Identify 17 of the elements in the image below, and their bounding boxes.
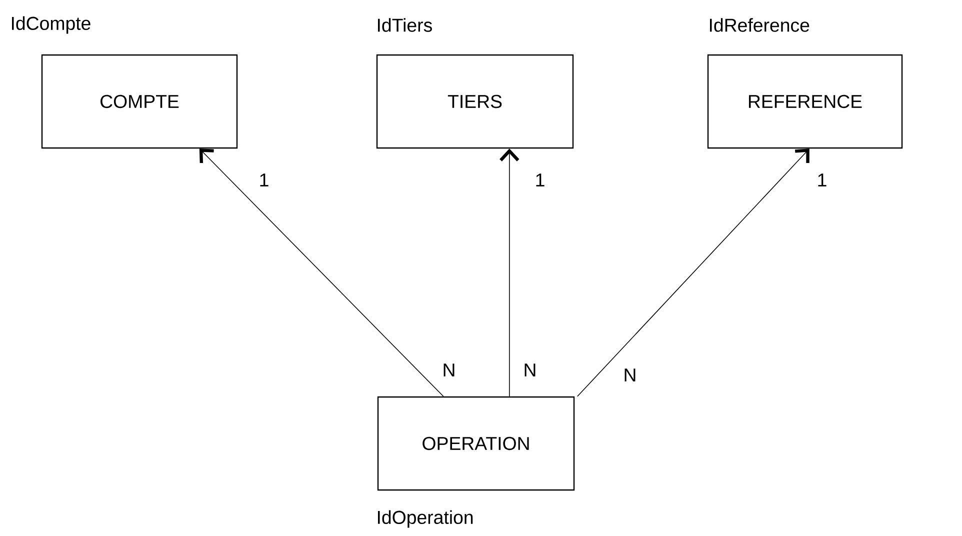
- entity-key: IdCompte: [12, 16, 90, 34]
- entity-box: REFERENCE: [707, 54, 903, 149]
- cardinality-label: N: [624, 368, 636, 382]
- relationship-arrow: [500, 148, 520, 397]
- relationship-arrow: [577, 148, 810, 397]
- entity-box: OPERATION: [377, 396, 575, 491]
- cardinality-label: 1: [818, 174, 826, 186]
- cardinality-label: N: [444, 364, 454, 376]
- entity-key: IdTiers: [378, 18, 432, 32]
- relationship-arrow: [199, 148, 444, 397]
- cardinality-label: 1: [536, 174, 544, 186]
- entity-box: TIERS: [376, 54, 574, 149]
- cardinality-label: N: [524, 364, 536, 376]
- entity-key: IdOperation: [378, 510, 473, 528]
- cardinality-label: 1: [260, 174, 268, 186]
- entity-box: COMPTE: [41, 54, 238, 149]
- entity-key: IdReference: [710, 18, 810, 32]
